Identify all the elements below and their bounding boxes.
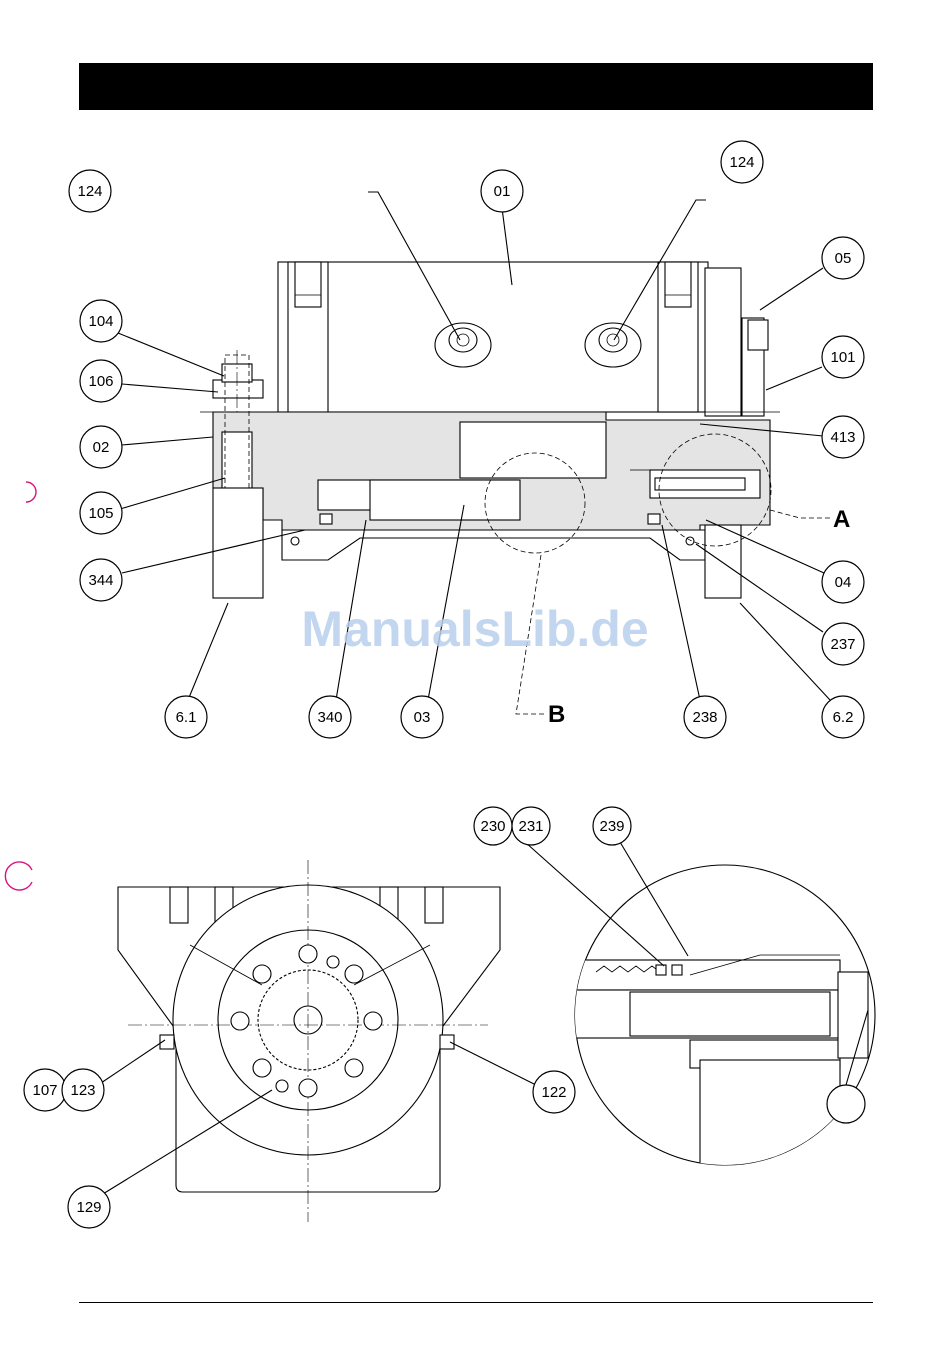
callout-106: 106 xyxy=(80,360,122,402)
svg-text:02: 02 xyxy=(93,439,110,456)
footer-rule xyxy=(79,1302,873,1303)
callout-230: 230 xyxy=(474,807,512,845)
callout-03: 03 xyxy=(401,696,443,738)
svg-text:104: 104 xyxy=(88,313,113,330)
callout-blank xyxy=(827,1085,865,1123)
svg-text:344: 344 xyxy=(88,572,113,589)
svg-text:239: 239 xyxy=(599,818,624,835)
callout-123: 123 xyxy=(62,1069,104,1111)
callout-104: 104 xyxy=(80,300,122,342)
svg-text:231: 231 xyxy=(518,818,543,835)
callout-04: 04 xyxy=(822,561,864,603)
callout-105: 105 xyxy=(80,492,122,534)
svg-text:238: 238 xyxy=(692,709,717,726)
callout-124-left: 124 xyxy=(69,170,111,212)
callout-05: 05 xyxy=(822,237,864,279)
margin-mark-bottom xyxy=(5,862,32,890)
svg-text:340: 340 xyxy=(317,709,342,726)
callout-231: 231 xyxy=(512,807,550,845)
svg-text:6.2: 6.2 xyxy=(833,709,854,726)
svg-text:05: 05 xyxy=(835,250,852,267)
svg-text:124: 124 xyxy=(77,183,102,200)
svg-text:107: 107 xyxy=(32,1082,57,1099)
callout-413: 413 xyxy=(822,416,864,458)
svg-text:123: 123 xyxy=(70,1082,95,1099)
svg-text:124: 124 xyxy=(729,154,754,171)
end-view xyxy=(118,860,500,1222)
svg-text:105: 105 xyxy=(88,505,113,522)
svg-text:413: 413 xyxy=(830,429,855,446)
callout-238: 238 xyxy=(684,696,726,738)
svg-text:129: 129 xyxy=(76,1199,101,1216)
callout-01: 01 xyxy=(481,170,523,212)
detail-label-b: B xyxy=(548,701,565,728)
detail-label-a: A xyxy=(833,506,850,533)
callout-107: 107 xyxy=(24,1069,66,1111)
svg-text:03: 03 xyxy=(414,709,431,726)
callout-101: 101 xyxy=(822,336,864,378)
callout-6-1: 6.1 xyxy=(165,696,207,738)
watermark: ManualsLib.de xyxy=(0,600,950,658)
callout-02: 02 xyxy=(80,426,122,468)
svg-text:230: 230 xyxy=(480,818,505,835)
svg-text:106: 106 xyxy=(88,373,113,390)
callout-122: 122 xyxy=(533,1071,575,1113)
callout-340: 340 xyxy=(309,696,351,738)
margin-mark-top xyxy=(26,482,36,502)
svg-text:101: 101 xyxy=(830,349,855,366)
svg-text:04: 04 xyxy=(835,574,852,591)
callout-239: 239 xyxy=(593,807,631,845)
callout-6-2: 6.2 xyxy=(822,696,864,738)
callout-344: 344 xyxy=(80,559,122,601)
callout-124-right: 124 xyxy=(721,141,763,183)
detail-view xyxy=(560,865,875,1170)
callout-129: 129 xyxy=(68,1186,110,1228)
svg-text:01: 01 xyxy=(494,183,511,200)
section-view: A B xyxy=(200,262,850,728)
svg-text:6.1: 6.1 xyxy=(176,709,197,726)
svg-text:122: 122 xyxy=(541,1084,566,1101)
